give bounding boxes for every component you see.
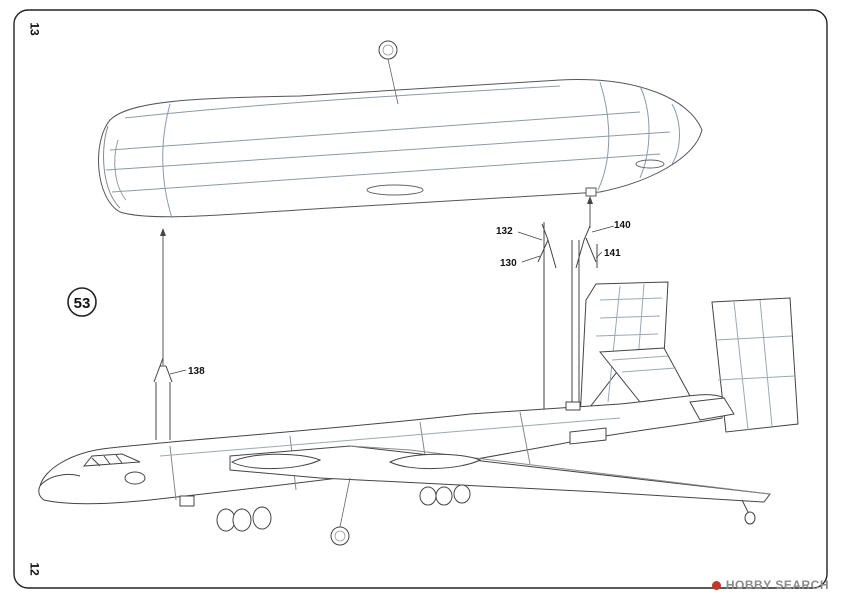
callout-132: 132 [496, 226, 513, 237]
aircraft [38, 281, 799, 532]
step-number: 53 [74, 295, 91, 312]
callout-130: 130 [500, 258, 517, 269]
page-frame [13, 9, 828, 589]
watermark: HOBBY SEARCH [711, 578, 829, 592]
fuel-tank [98, 79, 703, 219]
main-gear-right [419, 484, 471, 506]
callout-141: 141 [604, 248, 621, 259]
callout-138: 138 [188, 366, 205, 377]
front-struts [153, 357, 173, 440]
main-gear-left [216, 506, 272, 532]
page-number-bottom: 12 [27, 562, 42, 576]
watermark-text: HOBBY SEARCH [725, 578, 829, 592]
part-marker-top [378, 40, 398, 60]
watermark-logo-icon [711, 580, 721, 590]
callout-leaders [169, 225, 615, 375]
step-circle [67, 287, 97, 317]
part-marker-bottom [330, 526, 350, 546]
callout-140: 140 [614, 220, 631, 231]
page-number-top: 13 [27, 22, 42, 36]
rear-struts [537, 222, 598, 410]
